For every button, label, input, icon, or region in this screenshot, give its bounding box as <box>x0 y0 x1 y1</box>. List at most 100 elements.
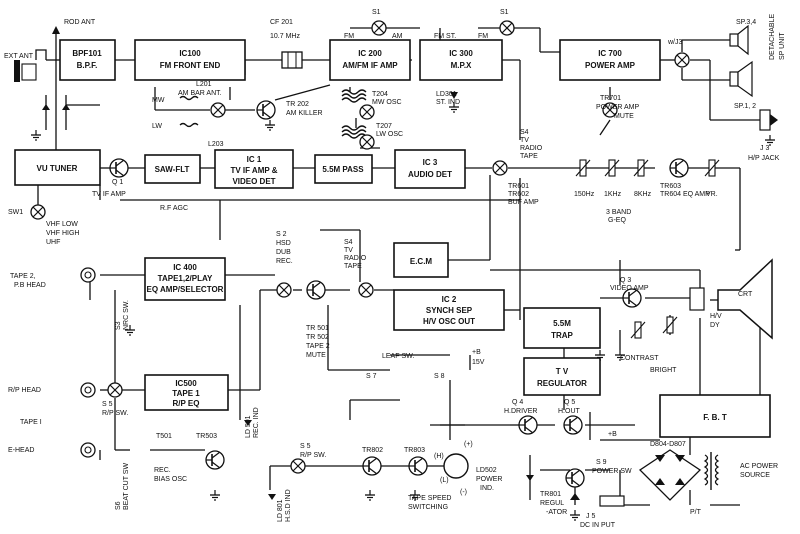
svg-text:F. B. T: F. B. T <box>703 413 727 422</box>
label-tv-if-amp: TV IF AMP <box>92 191 126 198</box>
label-switching: SWITCHING <box>408 504 448 511</box>
label-fm-1: FM <box>344 33 354 40</box>
label-sp12: SP.1, 2 <box>734 103 756 110</box>
rod-antenna-icon <box>52 26 60 34</box>
label-tape2-pb: TAPE 2, <box>10 273 36 280</box>
label-freq: 10.7 MHz <box>270 33 300 40</box>
label-rf-agc: R.F AGC <box>160 205 188 212</box>
label-am: AM <box>392 33 403 40</box>
label-h-out: H.OUT <box>558 408 581 415</box>
mw-osc-lamp-icon <box>359 104 375 120</box>
svg-text:T V: T V <box>556 367 569 376</box>
block-ic3: IC 3 AUDIO DET <box>394 149 466 189</box>
block-ic100: IC100 FM FRONT END <box>134 39 246 81</box>
block-ic300: IC 300 M.P.X <box>419 39 503 81</box>
svg-text:FM FRONT END: FM FRONT END <box>160 61 221 70</box>
label-tr803: TR803 <box>404 447 425 454</box>
label-tr604: TR604 EQ AMP <box>660 191 710 198</box>
label-q3: Q 3 <box>620 277 631 284</box>
svg-text:B.P.F.: B.P.F. <box>77 61 98 70</box>
switch-s2-hsd-dub-icon <box>276 282 292 298</box>
label-s7: S 7 <box>366 373 377 380</box>
label-s8: S 8 <box>434 373 445 380</box>
label-1khz: 1KHz <box>604 191 622 198</box>
svg-text:E.C.M: E.C.M <box>410 257 433 266</box>
label-vr: VR. <box>706 191 718 198</box>
label-w-j3: w/J3 <box>667 39 683 46</box>
label-plus-b2: +B <box>608 431 617 438</box>
deflection-yoke-icon <box>689 287 705 311</box>
am-bar-antenna-icon <box>179 95 199 128</box>
label-ld501: LD 501 <box>245 415 252 438</box>
label-j3: J 3 <box>760 145 769 152</box>
switch-s1-fm-am-icon <box>371 20 387 36</box>
svg-text:SAW-FLT: SAW-FLT <box>155 165 190 174</box>
block-ic1: IC 1 TV IF AMP & VIDEO DET <box>214 149 294 189</box>
label-15v: 15V <box>472 359 485 366</box>
label-st-ind: ST. IND <box>436 99 460 106</box>
label-d804-d807: D804-D807 <box>650 441 686 448</box>
label-e-head: E-HEAD <box>8 447 34 454</box>
label-t501: T501 <box>156 433 172 440</box>
svg-text:REGULATOR: REGULATOR <box>537 379 587 388</box>
label-hp-jack: H/P JACK <box>748 155 780 162</box>
label-fm-2: FM <box>478 33 488 40</box>
label-ld801: LD 801 <box>277 499 284 522</box>
label-rec-bias: REC. <box>154 467 171 474</box>
label-tape1: TAPE I <box>20 419 42 426</box>
switch-s5-rp-icon <box>107 382 123 398</box>
svg-text:IC 700: IC 700 <box>598 49 622 58</box>
bright-pot-icon <box>662 316 678 334</box>
label-cf201: CF 201 <box>270 19 293 26</box>
transistor-q4-icon <box>518 415 538 435</box>
label-ator: -ATOR <box>546 509 567 516</box>
svg-text:SYNCH SEP: SYNCH SEP <box>426 306 473 315</box>
label-q4: Q 4 <box>512 399 523 406</box>
label-tv-top: TV <box>520 137 529 144</box>
lw-osc-lamp-icon <box>359 134 375 150</box>
svg-text:M.P.X: M.P.X <box>451 61 472 70</box>
label-rec: REC. <box>276 258 293 265</box>
label-beat-cut-sw: BEAT CUT SW <box>123 463 130 510</box>
svg-text:POWER AMP: POWER AMP <box>585 61 636 70</box>
mw-osc-coil-icon <box>341 89 367 103</box>
block-ecm: E.C.M <box>393 242 449 278</box>
label-hsd: HSD <box>276 240 291 247</box>
label-dub: DUB <box>276 249 291 256</box>
headphone-jack-icon <box>759 109 771 131</box>
label-detachable: DETACHABLE <box>769 14 776 60</box>
label-tr501: TR 501 <box>306 325 329 332</box>
led-power-ind-icon <box>526 475 534 481</box>
label-3-band: 3 BAND <box>606 209 631 216</box>
switch-s5-rp-sw-icon <box>290 458 306 474</box>
svg-text:IC 1: IC 1 <box>247 155 262 164</box>
label-vhf-high: VHF HIGH <box>46 230 79 237</box>
label-s5-a: S 5 <box>102 401 113 408</box>
label-8khz: 8KHz <box>634 191 652 198</box>
label-h-driver: H.DRIVER <box>504 408 537 415</box>
label-leaf-sw: LEAF SW. <box>382 353 414 360</box>
label-power-amp: POWER AMP <box>596 104 640 111</box>
label-tape-speed: TAPE SPEED <box>408 495 451 502</box>
transistor-tr503-icon <box>205 450 225 470</box>
label-mw-osc: MW OSC <box>372 99 402 106</box>
label-am-bar-ant: AM BAR ANT. <box>178 90 222 97</box>
label-rp-sw-b: R/P SW. <box>300 452 326 459</box>
svg-text:IC 200: IC 200 <box>358 49 382 58</box>
label-s1-a: S1 <box>372 9 381 16</box>
label-s1-b: S1 <box>500 9 509 16</box>
bridge-rectifier-icon <box>638 449 702 501</box>
label-tr202: TR 202 <box>286 101 309 108</box>
label-t204: T204 <box>372 91 388 98</box>
switch-s1-fm-st-icon <box>499 20 515 36</box>
label-am-killer: AM KILLER <box>286 110 323 117</box>
label-s3: S3 <box>115 321 122 330</box>
label-s2: S 2 <box>276 231 287 238</box>
label-j5: J 5 <box>586 513 595 520</box>
speaker-sp34-icon <box>729 33 739 47</box>
switch-s4-tv-radio-tape-icon <box>492 160 508 176</box>
zener-diode-icon <box>570 493 580 500</box>
schematic-parts <box>14 24 778 521</box>
